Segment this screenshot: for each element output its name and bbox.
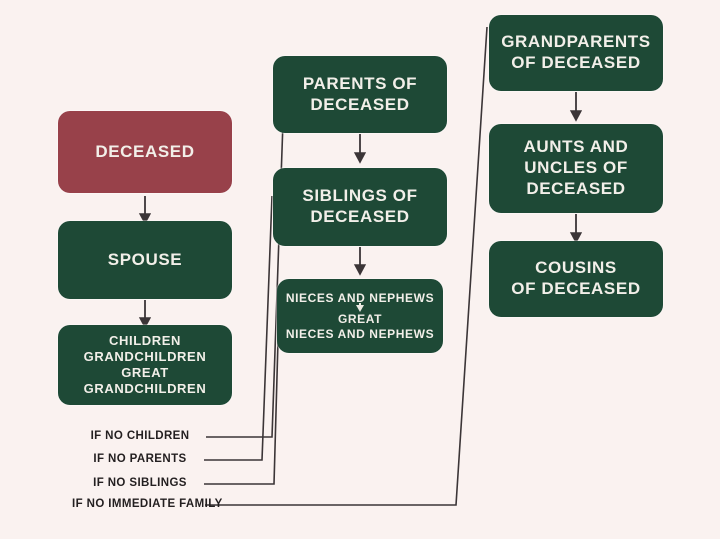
node-nieces-nephews-label: NIECES AND NEPHEWS GREAT NIECES AND NEPH… — [285, 290, 435, 341]
node-deceased[interactable]: DECEASED — [58, 111, 232, 193]
node-cousins-label: COUSINS OF DECEASED — [511, 258, 641, 298]
node-spouse-label: SPOUSE — [107, 249, 183, 269]
condition-if-no-immediate-family: IF NO IMMEDIATE FAMILY — [72, 498, 223, 510]
node-siblings-label: SIBLINGS OF DECEASED — [302, 186, 418, 226]
node-spouse[interactable]: SPOUSE — [58, 221, 232, 299]
node-siblings[interactable]: SIBLINGS OF DECEASED — [273, 168, 447, 246]
node-aunts-uncles[interactable]: AUNTS AND UNCLES OF DECEASED — [489, 124, 663, 213]
node-parents[interactable]: PARENTS OF DECEASED — [273, 56, 447, 133]
inner-down-arrow-icon — [356, 303, 364, 313]
condition-if-no-parents: IF NO PARENTS — [93, 453, 187, 465]
node-grandparents[interactable]: GRANDPARENTS OF DECEASED — [489, 15, 663, 91]
node-grandparents-label: GRANDPARENTS OF DECEASED — [501, 32, 651, 72]
node-children[interactable]: CHILDREN GRANDCHILDREN GREAT GRANDCHILDR… — [58, 325, 232, 405]
node-deceased-label: DECEASED — [95, 141, 195, 161]
node-parents-label: PARENTS OF DECEASED — [302, 73, 418, 114]
condition-if-no-siblings: IF NO SIBLINGS — [93, 477, 187, 489]
condition-if-no-children: IF NO CHILDREN — [90, 430, 190, 442]
node-nieces-nephews[interactable]: NIECES AND NEPHEWS GREAT NIECES AND NEPH… — [277, 279, 443, 353]
node-aunts-uncles-label: AUNTS AND UNCLES OF DECEASED — [523, 137, 629, 198]
node-cousins[interactable]: COUSINS OF DECEASED — [489, 241, 663, 317]
node-children-label: CHILDREN GRANDCHILDREN GREAT GRANDCHILDR… — [83, 333, 207, 396]
